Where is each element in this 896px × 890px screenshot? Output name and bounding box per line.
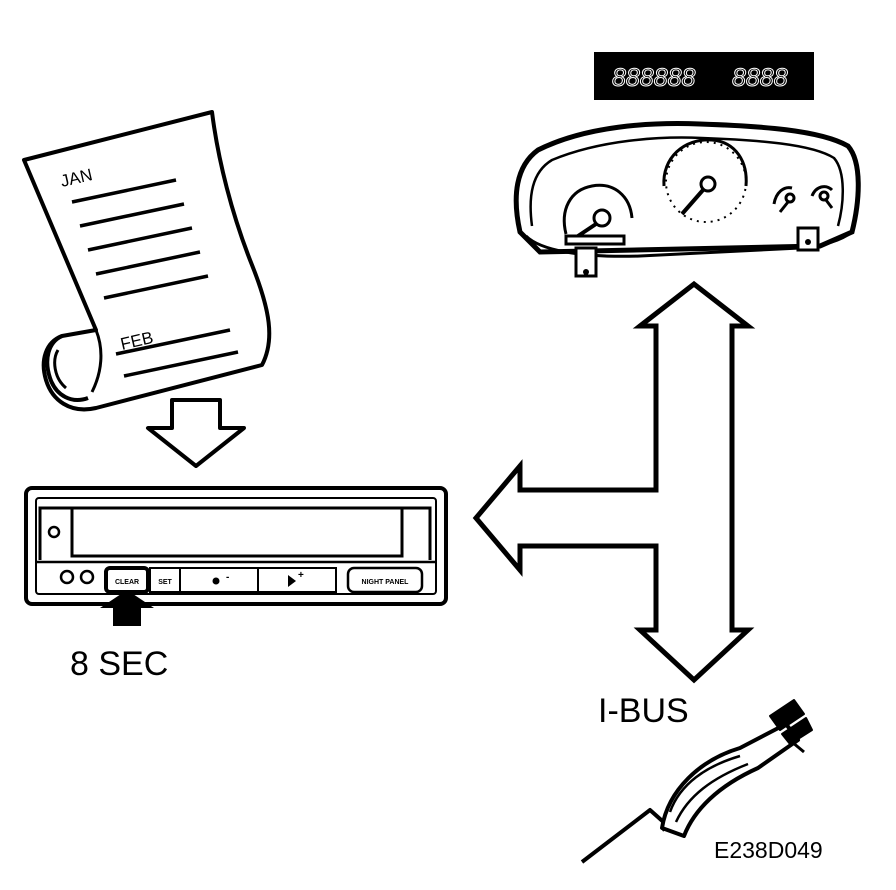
odometer-left-digits: 888888 bbox=[612, 64, 696, 92]
figure-id-label: E238D049 bbox=[714, 837, 823, 863]
set-button-label: SET bbox=[158, 579, 172, 586]
calendar-sheet bbox=[22, 110, 272, 412]
night-panel-button[interactable]: NIGHT PANEL bbox=[346, 566, 424, 594]
plus-button[interactable]: + bbox=[257, 567, 337, 593]
bus-connector-icon bbox=[580, 699, 813, 864]
clear-button[interactable]: CLEAR bbox=[104, 566, 150, 594]
night-panel-button-label: NIGHT PANEL bbox=[362, 579, 410, 586]
press-arrow-icon bbox=[100, 590, 154, 626]
odometer-display: 888888 8888 bbox=[594, 52, 814, 100]
minus-button[interactable]: - bbox=[179, 567, 259, 593]
instrument-cluster bbox=[513, 121, 861, 278]
clear-button-label: CLEAR bbox=[115, 579, 139, 586]
set-button[interactable]: SET bbox=[149, 567, 181, 593]
bus-arrow-icon bbox=[472, 280, 756, 684]
hold-time-label: 8 SEC bbox=[70, 645, 168, 683]
down-arrow-icon bbox=[146, 398, 246, 468]
odometer-right-digits: 8888 bbox=[732, 64, 788, 92]
plus-button-label: + bbox=[298, 570, 304, 581]
minus-button-label: - bbox=[226, 572, 229, 583]
bus-label: I-BUS bbox=[598, 692, 689, 730]
